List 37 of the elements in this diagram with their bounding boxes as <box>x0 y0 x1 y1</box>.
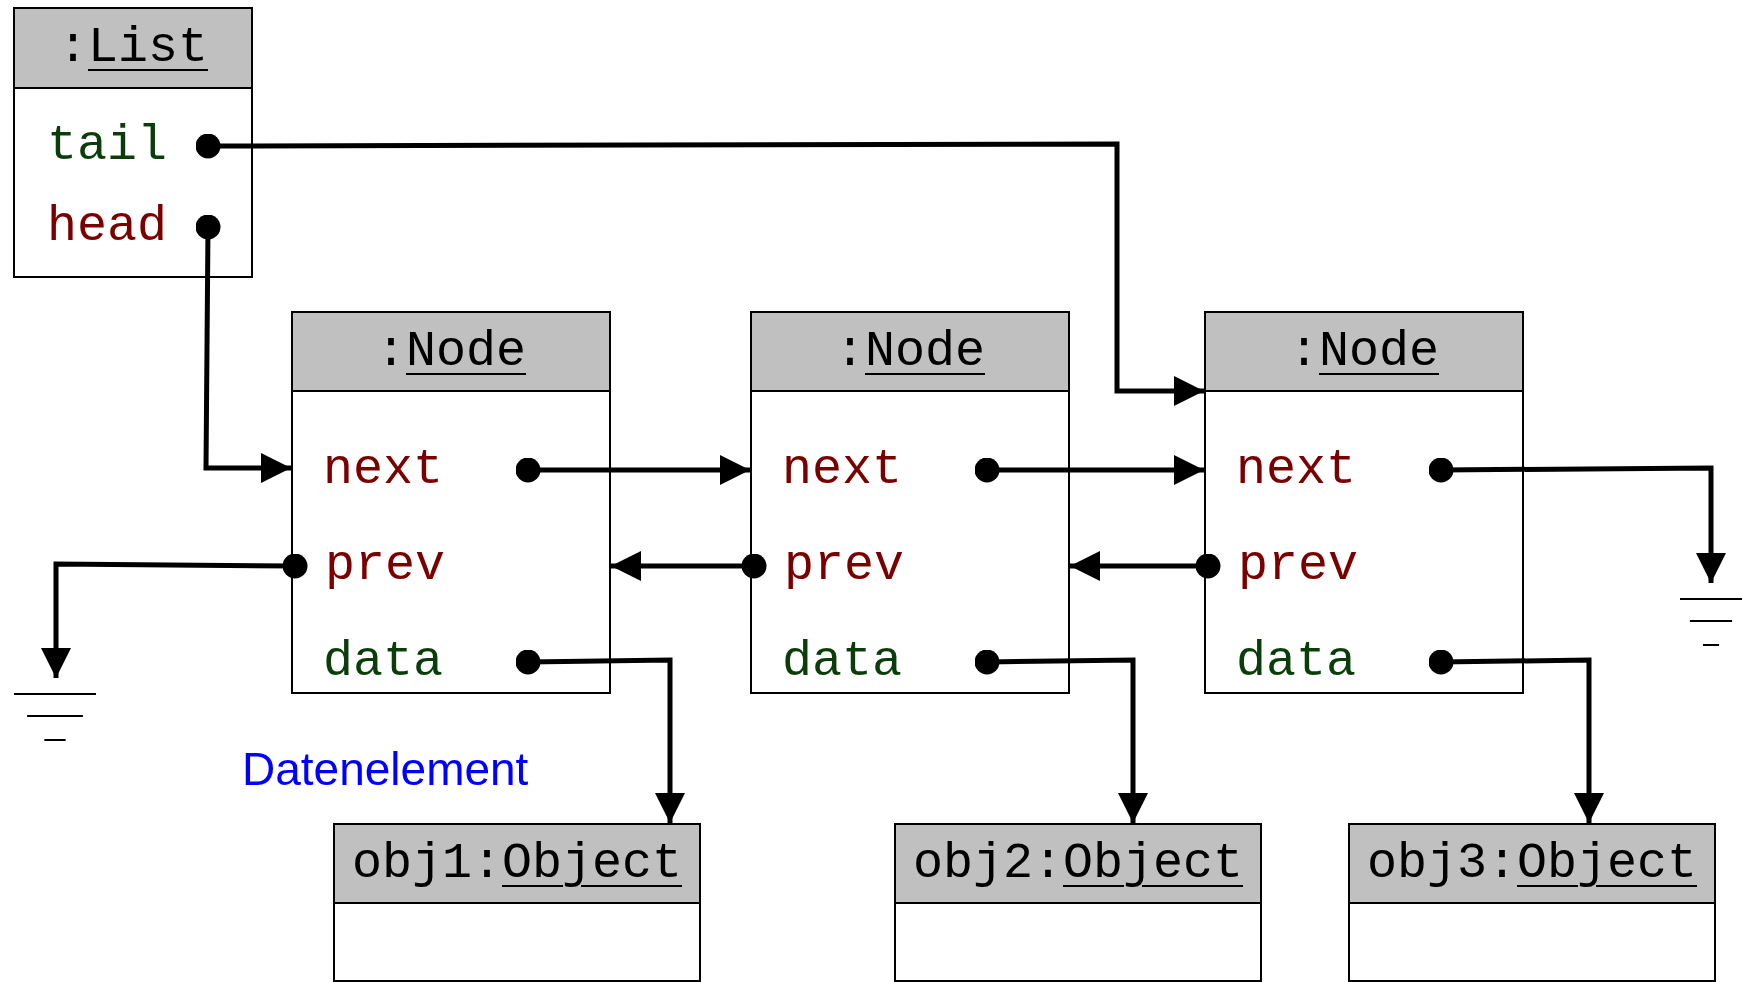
attribute-name: tail <box>47 118 208 174</box>
reference-arrow <box>611 551 767 581</box>
object-name: :Node <box>375 326 526 377</box>
object-name: obj3:Object <box>1366 838 1698 889</box>
note-label: Datenelement <box>242 742 529 796</box>
object-name: :List <box>57 23 208 73</box>
attribute-name: next <box>323 442 528 498</box>
reference-arrow <box>1428 457 1726 583</box>
reference-arrow <box>1428 649 1604 823</box>
reference-arrow <box>515 455 750 485</box>
object-box <box>894 823 1262 982</box>
object-box <box>1204 311 1524 694</box>
object-name: obj2:Object <box>912 838 1244 889</box>
attribute-name: prev <box>295 538 495 594</box>
reference-arrow <box>515 649 685 823</box>
object-box <box>333 823 701 982</box>
reference-arrow <box>195 133 1204 406</box>
attribute-name: prev <box>1208 538 1408 594</box>
object-box <box>291 311 611 694</box>
attribute-name: head <box>47 199 208 255</box>
reference-arrow <box>974 455 1204 485</box>
attribute-name: data <box>1236 634 1441 690</box>
object-name: :Node <box>1288 326 1439 377</box>
attribute-name: next <box>782 442 987 498</box>
object-box <box>750 311 1070 694</box>
object-name: obj1:Object <box>351 838 683 889</box>
reference-arrow <box>195 214 291 483</box>
attribute-name: data <box>323 634 528 690</box>
reference-arrow <box>974 649 1148 823</box>
attribute-name: next <box>1236 442 1441 498</box>
attribute-name: data <box>782 634 987 690</box>
reference-arrow <box>41 553 308 678</box>
object-box <box>1348 823 1716 982</box>
reference-arrow <box>1070 551 1221 581</box>
attribute-name: prev <box>754 538 954 594</box>
object-name: :Node <box>834 326 985 377</box>
object-box <box>13 7 253 278</box>
